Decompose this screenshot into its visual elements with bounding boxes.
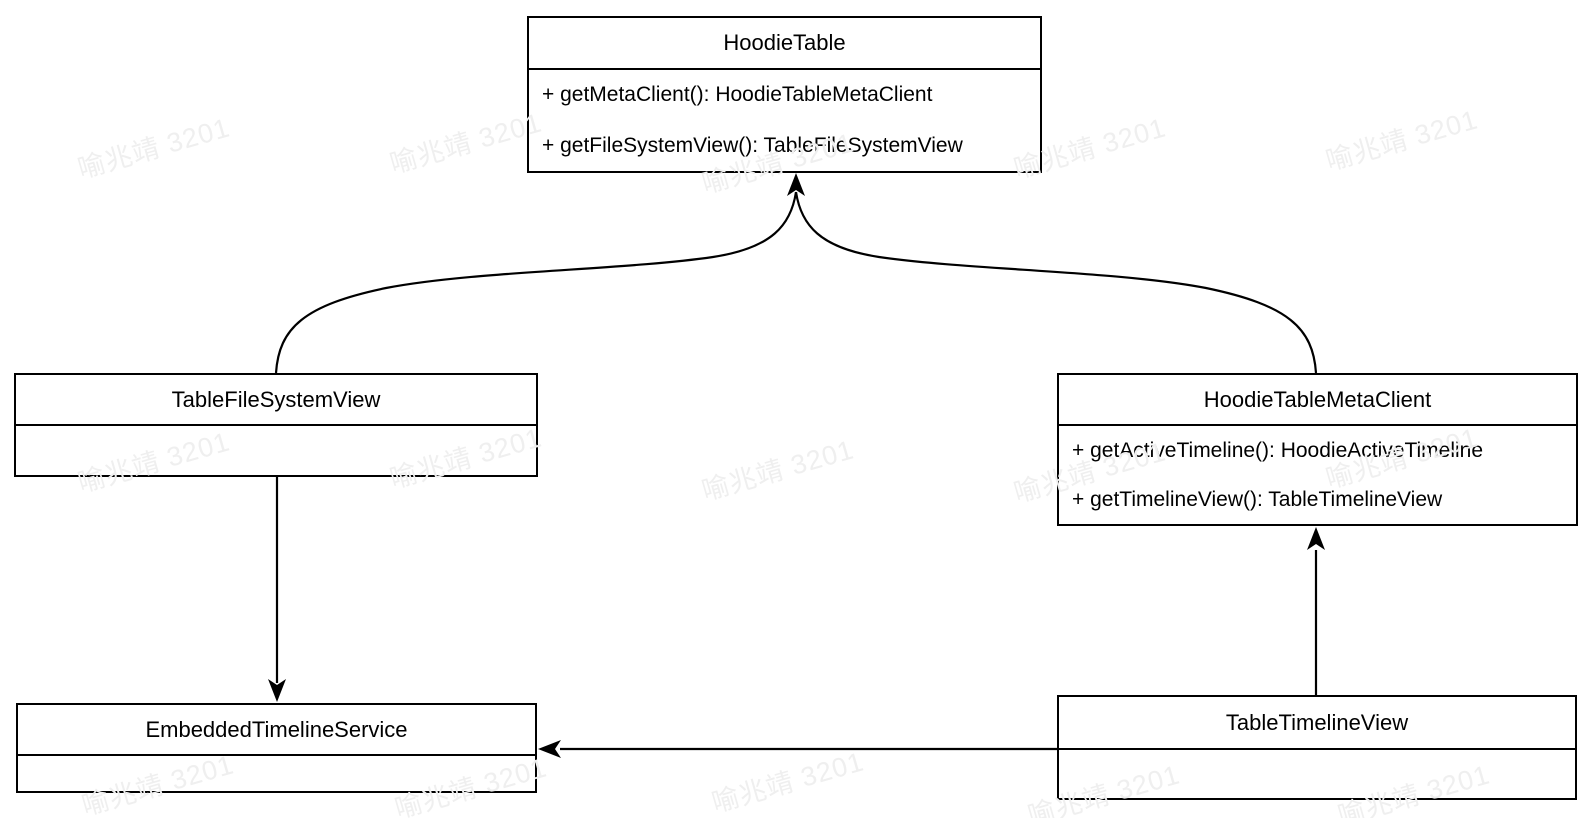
class-box-hoodietablemetaclient: HoodieTableMetaClient + getActiveTimelin… bbox=[1057, 373, 1578, 526]
class-body-embeddedtimelineservice bbox=[18, 756, 535, 791]
class-body-tablefilesystemview bbox=[16, 426, 536, 475]
method-getactivetimeline: + getActiveTimeline(): HoodieActiveTimel… bbox=[1072, 438, 1484, 462]
arrowhead-up-hoodietable bbox=[787, 173, 805, 196]
class-title-hoodietablemetaclient: HoodieTableMetaClient bbox=[1059, 375, 1576, 426]
class-box-tabletimelineview: TableTimelineView bbox=[1057, 695, 1577, 800]
arrowhead-left-embeddedtimelineservice bbox=[538, 740, 561, 758]
edge-hoodietablemetaclient-to-hoodietable bbox=[794, 191, 1318, 374]
class-title-embeddedtimelineservice: EmbeddedTimelineService bbox=[18, 705, 535, 756]
class-box-tablefilesystemview: TableFileSystemView bbox=[14, 373, 538, 477]
method-getfilesystemview: + getFileSystemView(): TableFileSystemVi… bbox=[542, 133, 963, 157]
class-box-embeddedtimelineservice: EmbeddedTimelineService bbox=[16, 703, 537, 793]
arrowhead-up-hoodietablemetaclient bbox=[1307, 527, 1325, 550]
class-body-hoodietable: + getMetaClient(): HoodieTableMetaClient… bbox=[529, 70, 1040, 171]
class-title-tabletimelineview: TableTimelineView bbox=[1059, 697, 1575, 750]
class-body-hoodietablemetaclient: + getActiveTimeline(): HoodieActiveTimel… bbox=[1059, 426, 1576, 524]
arrowhead-down-embeddedtimelineservice bbox=[268, 679, 286, 702]
method-gettimelineview: + getTimelineView(): TableTimelineView bbox=[1072, 487, 1443, 511]
method-getmetaclient: + getMetaClient(): HoodieTableMetaClient bbox=[542, 83, 933, 107]
class-body-tabletimelineview bbox=[1059, 750, 1575, 798]
class-box-hoodietable: HoodieTable + getMetaClient(): HoodieTab… bbox=[527, 16, 1042, 173]
class-title-tablefilesystemview: TableFileSystemView bbox=[16, 375, 536, 426]
edge-tablefilesystemview-to-hoodietable bbox=[274, 191, 798, 374]
class-title-hoodietable: HoodieTable bbox=[529, 18, 1040, 70]
